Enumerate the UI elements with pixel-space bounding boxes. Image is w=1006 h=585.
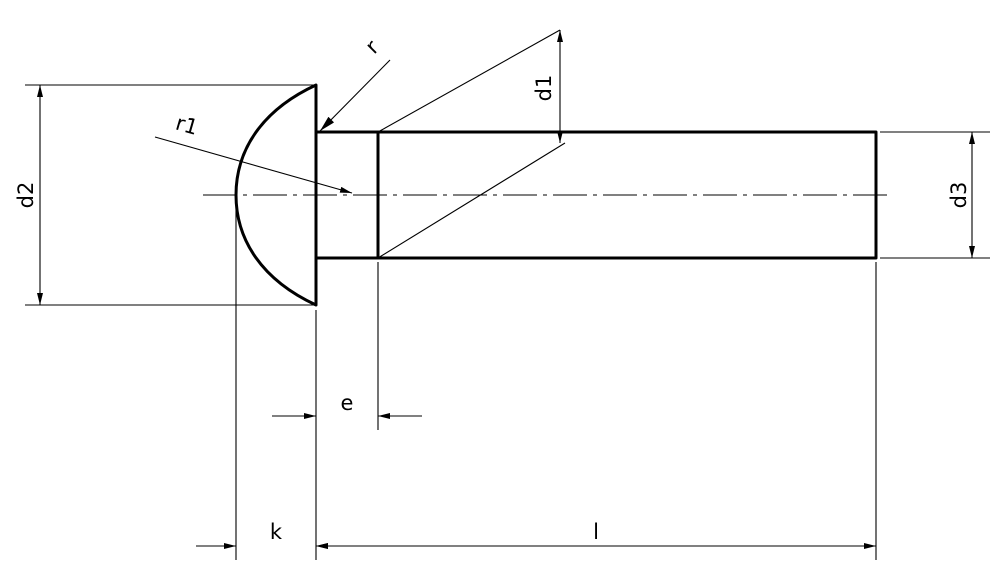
dimension-lines (37, 30, 975, 549)
r-leader-line (319, 59, 391, 132)
extension-lines (25, 84, 990, 560)
label-r: r (361, 35, 384, 58)
label-d2: d2 (14, 182, 38, 209)
label-e: e (341, 391, 354, 415)
detail-lines (377, 29, 566, 259)
label-r1: r1 (173, 111, 201, 140)
r1-leader-line (154, 136, 353, 194)
label-d1: d1 (532, 75, 556, 102)
label-l: l (593, 520, 599, 544)
dimension-labels: d2 d3 d1 e k l r r1 (14, 35, 971, 544)
label-k: k (270, 520, 283, 544)
label-d3: d3 (947, 182, 971, 209)
